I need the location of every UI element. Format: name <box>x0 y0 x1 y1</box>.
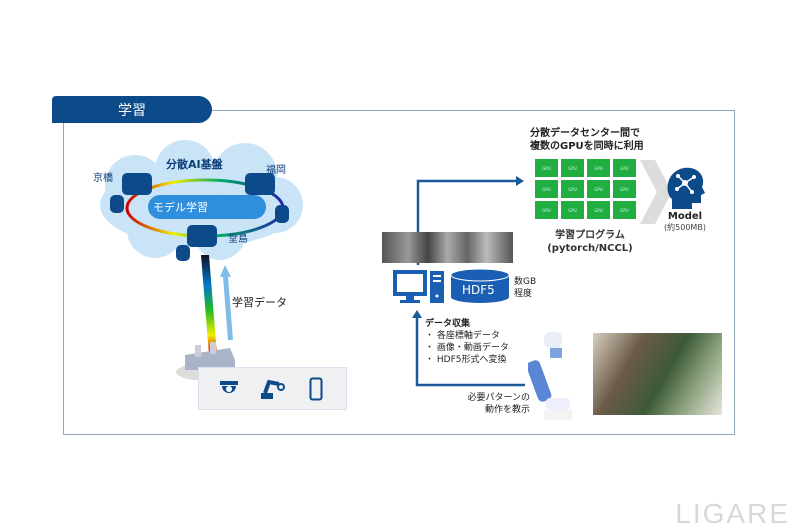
collection-list: ・ 各座標軸データ ・ 画像・動画データ ・ HDF5形式へ変換 <box>425 330 509 366</box>
gpu-caption-line1: 分散データセンター間で <box>530 128 640 139</box>
hdf5-size: 数GB <box>514 277 537 287</box>
robot-arm-image <box>528 332 572 420</box>
list-item: ・ 画像・動画データ <box>425 343 509 353</box>
robot-camera-images <box>382 232 513 263</box>
model-label: Model <box>667 211 703 222</box>
data-flow-beam <box>201 255 233 355</box>
model-size: (約500MB) <box>664 223 706 232</box>
database-icon <box>450 268 510 303</box>
gpu-cell: GPU <box>587 159 610 177</box>
list-item-text: 各座標軸データ <box>436 331 500 341</box>
gpu-cell: GPU <box>613 159 636 177</box>
site-kyobashi: 京橋 <box>93 173 113 184</box>
ai-head-icon <box>667 167 705 209</box>
cloud-center-label: モデル学習 <box>153 201 208 214</box>
distributed-cloud <box>100 140 303 261</box>
gpu-cell: GPU <box>587 180 610 198</box>
gpu-cell: GPU <box>561 201 584 219</box>
learning-frame <box>63 110 735 435</box>
camera-icon <box>220 381 238 393</box>
gpu-cell: GPU <box>613 180 636 198</box>
teach-line1: 必要パターンの <box>467 393 530 403</box>
computer-icon <box>393 270 444 303</box>
cloud-title: 分散AI基盤 <box>166 158 223 171</box>
chevron-right-icon <box>640 160 672 224</box>
gpu-cell: GPU <box>587 201 610 219</box>
list-item-text: 画像・動画データ <box>436 343 509 353</box>
list-item-text: HDF5形式へ変換 <box>436 355 507 365</box>
smartphone-icon <box>309 377 323 401</box>
section-title: 学習 <box>118 102 146 119</box>
collection-title: データ収集 <box>425 319 471 329</box>
site-fukuoka: 福岡 <box>266 165 286 176</box>
program-label: 学習プログラム <box>555 230 625 241</box>
list-item: ・ 各座標軸データ <box>425 331 500 341</box>
robot-arm-icon <box>261 379 285 399</box>
upload-arrow-icon <box>220 265 233 340</box>
program-framework: (pytorch/NCCL) <box>547 243 633 254</box>
section-tab: 学習 <box>52 96 212 123</box>
gpu-cell: GPU <box>561 180 584 198</box>
gpu-cell: GPU <box>535 159 558 177</box>
training-data-label: 学習データ <box>232 296 287 309</box>
gpu-caption-line2: 複数のGPUを同時に利用 <box>530 141 644 152</box>
teaching-photo <box>593 333 722 415</box>
gpu-cell: GPU <box>561 159 584 177</box>
site-dojima: 堂島 <box>228 234 248 245</box>
watermark: LIGARE <box>675 498 790 529</box>
gpu-cell: GPU <box>535 180 558 198</box>
gpu-cell: GPU <box>535 201 558 219</box>
edge-devices-panel <box>198 367 347 410</box>
gpu-cell: GPU <box>613 201 636 219</box>
teach-line2: 動作を教示 <box>484 405 530 415</box>
hdf5-size-suffix: 程度 <box>514 289 533 299</box>
hdf5-label: HDF5 <box>462 283 495 297</box>
list-item: ・ HDF5形式へ変換 <box>425 355 507 365</box>
